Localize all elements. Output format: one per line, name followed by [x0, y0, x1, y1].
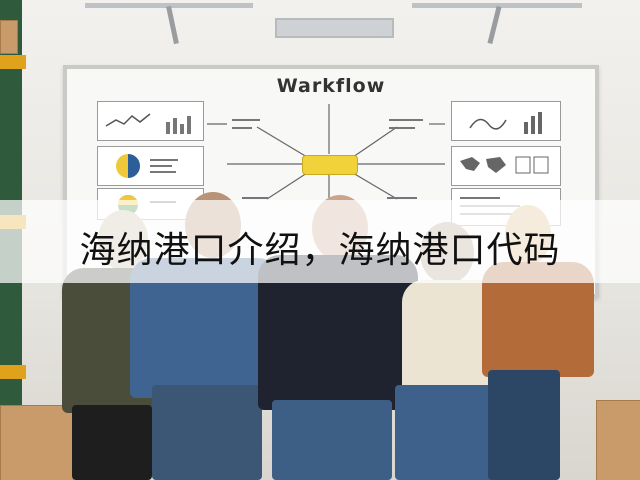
handwritten-note [389, 119, 423, 121]
cardboard-box [596, 400, 640, 480]
world-map-icon [460, 156, 549, 174]
cardboard-box [0, 405, 74, 480]
chart-card [451, 101, 561, 141]
handwritten-note [242, 197, 268, 199]
line-chart-icon [105, 113, 191, 134]
connector-lines [207, 104, 445, 229]
ceiling-light-left [85, 3, 253, 8]
bar-chart-icon [469, 112, 542, 134]
pie-chart-icon [116, 154, 178, 178]
shelf-beam [0, 365, 26, 379]
map-card [451, 146, 561, 186]
handwritten-note [387, 197, 417, 199]
handwritten-note [232, 127, 252, 129]
caption-banner [0, 200, 640, 283]
caption-text: 海纳港口介绍，海纳港口代码 [79, 230, 561, 271]
ceiling-light-right [412, 3, 582, 8]
whiteboard-title: Warkflow [276, 75, 386, 97]
cardboard-box [0, 20, 18, 54]
air-vent [275, 18, 394, 38]
handwritten-note [389, 127, 415, 129]
handwritten-note [232, 119, 260, 121]
shelf-beam [0, 55, 26, 69]
pie-card [97, 146, 204, 186]
workflow-center-node [302, 155, 358, 175]
chart-card [97, 101, 204, 141]
